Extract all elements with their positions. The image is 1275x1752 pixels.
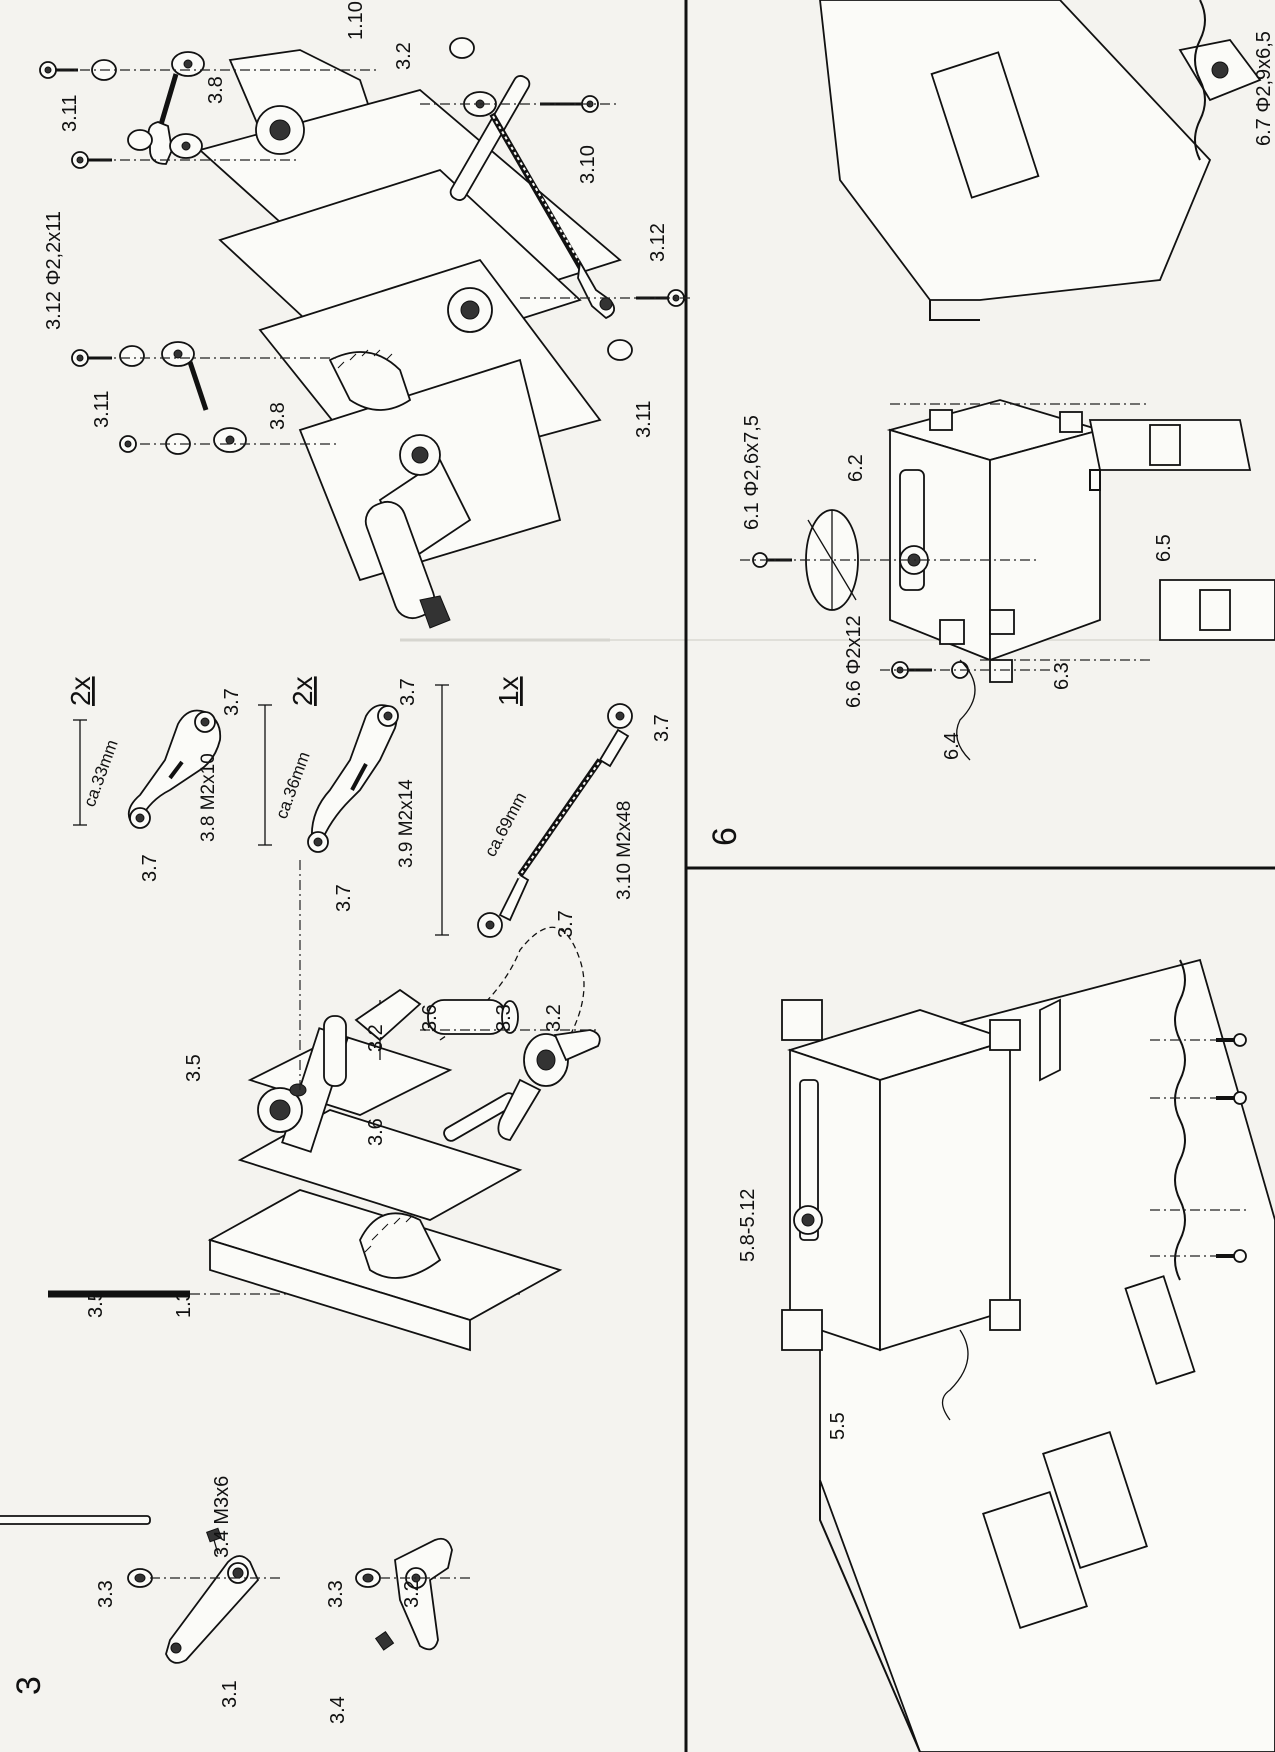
label-3-11: 3.11	[633, 401, 655, 438]
label-6-3: 6.3	[1051, 662, 1073, 690]
label-3-2: 3.2	[393, 42, 415, 70]
label-6-7-d2-9x6-5: 6.7 Φ2,9x6,5	[1253, 31, 1275, 146]
label-3-7: 3.7	[555, 910, 577, 938]
quantity-1x: 1x	[493, 676, 524, 706]
label-3-5: 3.5	[85, 1290, 107, 1318]
label-3-4: 3.4	[327, 1696, 349, 1724]
steering-arm-3-1	[127, 1527, 280, 1664]
panel-3-steering-parts	[0, 37, 690, 1664]
label-3-2: 3.2	[365, 1024, 387, 1052]
label-3-2: 3.2	[543, 1004, 565, 1032]
steering-arm-3-2	[355, 1537, 470, 1651]
label-3-7: 3.7	[397, 678, 419, 706]
linkage-3-9	[258, 704, 399, 853]
loose-parts-3-6-3-3-3-2	[420, 999, 601, 1141]
label-3-5: 3.5	[183, 1054, 205, 1082]
label-5-8-5-12: 5.8-5.12	[737, 1189, 759, 1262]
linkage-3-10	[435, 684, 633, 938]
label-6-4: 6.4	[941, 732, 963, 760]
tie-rod-bottom	[161, 341, 247, 453]
label-6-5: 6.5	[1153, 534, 1175, 562]
label-3-1: 3.1	[219, 1680, 241, 1708]
label-3-6: 3.6	[365, 1118, 387, 1146]
label-3-10: 3.10	[577, 145, 599, 184]
label-3-10-m2x48: 3.10 M2x48	[614, 801, 635, 900]
label-3-3: 3.3	[325, 1580, 347, 1608]
label-3-9-m2x14: 3.9 M2x14	[396, 779, 417, 868]
drag-link-3-10	[463, 91, 616, 320]
label-3-7: 3.7	[651, 714, 673, 742]
steering-servo-assembly	[0, 860, 585, 1525]
label-3-7: 3.7	[221, 688, 243, 716]
quantity-2x: 2x	[287, 676, 318, 706]
mount-screws	[1150, 1033, 1250, 1263]
label-3-8: 3.8	[205, 76, 227, 104]
front-steering-assembly	[39, 37, 690, 629]
label-3-3: 3.3	[95, 1580, 117, 1608]
section-number-6: 6	[706, 827, 744, 846]
label-6-6-d2x12: 6.6 Φ2x12	[843, 615, 865, 708]
label-5-5: 5.5	[827, 1412, 849, 1440]
label-3-11: 3.11	[59, 95, 81, 132]
linkage-3-8	[73, 709, 222, 829]
label-3-7: 3.7	[333, 884, 355, 912]
label-6-1-d2-6x7-5: 6.1 Φ2,6x7,5	[741, 415, 763, 530]
label-3-7: 3.7	[139, 854, 161, 882]
label-3-2: 3.2	[401, 1580, 423, 1608]
panel-5-receiver-mount	[781, 958, 1275, 1752]
label-3-11: 3.11	[91, 391, 113, 428]
label-3-6: 3.6	[419, 1004, 441, 1032]
label-3-12-d2-2x11: 3.12 Φ2,2x11	[43, 211, 65, 330]
label-6-2: 6.2	[845, 454, 867, 482]
label-3-8-m2x10: 3.8 M2x10	[198, 753, 219, 842]
label-1-3: 1.3	[173, 1290, 195, 1318]
quantity-2x: 2x	[65, 676, 96, 706]
section-number-3: 3	[10, 1676, 48, 1695]
ball-link-hardware	[39, 37, 690, 455]
label-1-10: 1.10	[345, 1, 367, 40]
label-3-8: 3.8	[267, 402, 289, 430]
label-3-4-m3x6: 3.4 M3x6	[211, 1476, 233, 1558]
label-3-3: 3.3	[493, 1004, 515, 1032]
panel-6-servo-mount	[740, 0, 1275, 761]
label-3-12: 3.12	[647, 223, 669, 262]
